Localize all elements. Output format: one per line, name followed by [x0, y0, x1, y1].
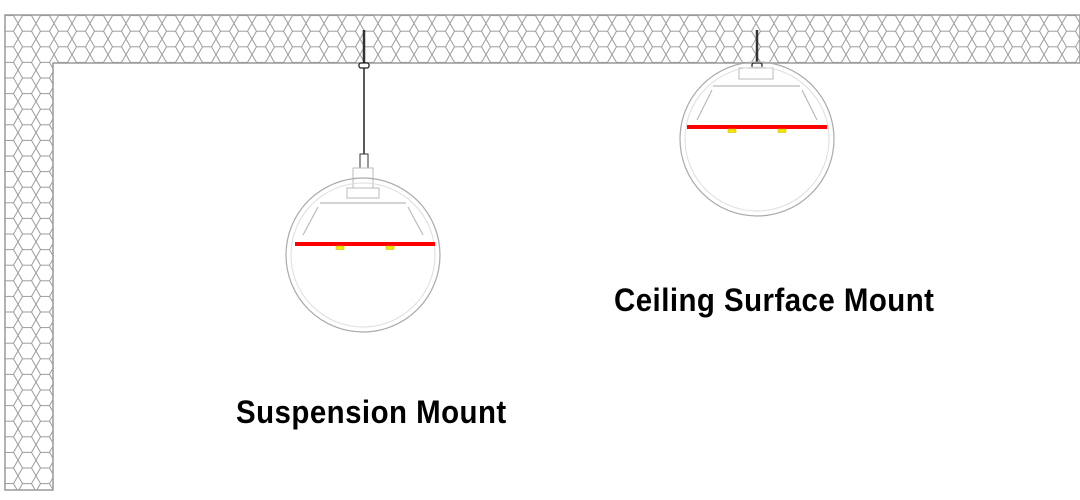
- led-strip: [687, 125, 827, 129]
- mount-clip: [738, 67, 774, 80]
- ceiling-surface-mount-label: Ceiling Surface Mount: [614, 282, 935, 318]
- profile-outer: [679, 61, 835, 217]
- surface-fixture: [679, 30, 835, 217]
- diffuser-inner: [290, 182, 436, 328]
- led-chip: [335, 245, 345, 250]
- ceiling-wall-section: [4, 14, 1080, 491]
- led-chip: [777, 128, 787, 133]
- ceiling-anchor: [358, 62, 370, 69]
- suspension-fixture: [285, 30, 441, 333]
- led-strip: [295, 242, 435, 246]
- diffuser-inner: [684, 66, 830, 212]
- cable-gripper: [359, 153, 369, 169]
- profile-outer: [285, 177, 441, 333]
- led-chip: [727, 128, 737, 133]
- suspension-mount-label: Suspension Mount: [236, 394, 507, 430]
- led-chip: [385, 245, 395, 250]
